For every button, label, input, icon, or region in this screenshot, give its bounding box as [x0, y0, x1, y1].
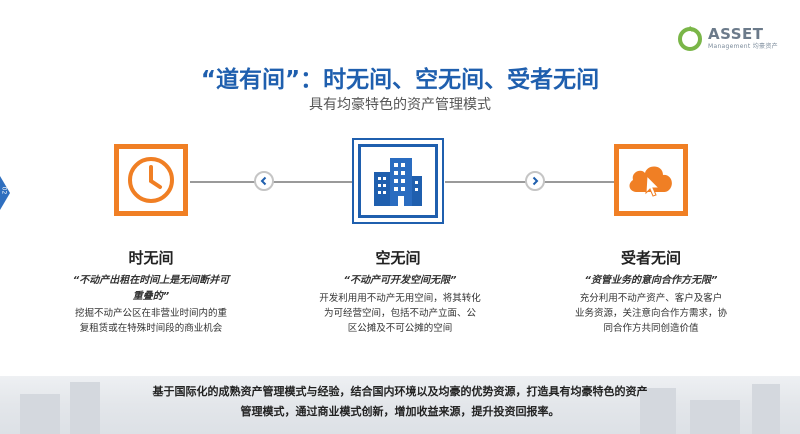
- bg-building: [70, 382, 100, 434]
- clock-icon: [128, 157, 174, 203]
- col-body-recipient: 充分利用不动产资产、客户及客户 业务资源，关注意向合作方需求，协 同合作方共同创…: [556, 291, 746, 336]
- col-body-space: 开发利用用不动产无用空间，将其转化 为可经营空间，包括不动产立面、公 区公摊及不…: [300, 291, 500, 336]
- chevron-right-icon: [532, 176, 539, 186]
- page-indicator-tab[interactable]: 02: [0, 176, 10, 210]
- quote-line: 重叠的”: [132, 291, 170, 302]
- quote-line: “资管业务的意向合作方无限”: [584, 275, 718, 286]
- cloud-cursor-icon: [629, 166, 672, 197]
- bg-building: [20, 394, 60, 434]
- body-line: 复租赁或在特殊时间段的商业机会: [79, 323, 223, 334]
- page-title: “道有间”：时无间、空无间、受者无间: [200, 67, 600, 93]
- footer-band: [0, 376, 800, 434]
- page-indicator-label: 02: [0, 186, 8, 195]
- body-line: 挖掘不动产公区在非营业时间内的重: [74, 308, 227, 319]
- col-quote-space: “不动产可开发空间无限”: [300, 273, 500, 289]
- footer-line: 管理模式，通过商业模式创新，增加收益来源，提升投资回报率。: [240, 405, 560, 418]
- body-line: 为可经营空间，包括不动产立面、公: [323, 308, 476, 319]
- col-body-time: 挖掘不动产公区在非营业时间内的重 复租赁或在特殊时间段的商业机会: [56, 306, 246, 336]
- body-line: 开发利用用不动产无用空间，将其转化: [319, 293, 481, 304]
- bg-building: [690, 400, 740, 434]
- bg-building: [640, 388, 676, 434]
- body-line: 业务资源，关注意向合作方需求，协: [574, 308, 727, 319]
- logo-name: ASSET: [708, 24, 764, 43]
- page-subtitle: 具有均豪特色的资产管理模式: [309, 97, 491, 113]
- col-title-time: 时无间: [128, 249, 174, 267]
- col-quote-time: “不动产出租在时间上是无间断并可 重叠的”: [60, 273, 242, 305]
- quote-line: “不动产出租在时间上是无间断并可: [72, 275, 230, 286]
- space-icon-box: [352, 138, 444, 224]
- body-line: 区公摊及不可公摊的空间: [347, 323, 453, 334]
- footer-summary: 基于国际化的成熟资产管理模式与经验，结合国内环境以及均豪的优势资源，打造具有均豪…: [0, 382, 800, 422]
- footer-line: 基于国际化的成熟资产管理模式与经验，结合国内环境以及均豪的优势资源，打造具有均豪…: [152, 385, 648, 398]
- recipient-icon-box: [614, 144, 688, 216]
- building-icon: [374, 158, 422, 206]
- col-title-space: 空无间: [375, 249, 421, 267]
- time-icon-box: [114, 144, 188, 216]
- chevron-left-icon: [260, 176, 267, 186]
- col-title-recipient: 受者无间: [620, 249, 681, 267]
- logo-subtitle: Management 均豪资产: [708, 42, 778, 50]
- quote-line: “不动产可开发空间无限”: [343, 275, 457, 286]
- next-arrow-button[interactable]: [525, 171, 545, 191]
- body-line: 充分利用不动产资产、客户及客户: [579, 293, 723, 304]
- brand-logo: ASSET Management 均豪资产: [676, 24, 778, 52]
- body-line: 同合作方共同创造价值: [603, 323, 699, 334]
- previous-arrow-button[interactable]: [254, 171, 274, 191]
- bg-building: [752, 384, 780, 434]
- col-quote-recipient: “资管业务的意向合作方无限”: [556, 273, 746, 289]
- logo-ring-icon: [678, 26, 702, 51]
